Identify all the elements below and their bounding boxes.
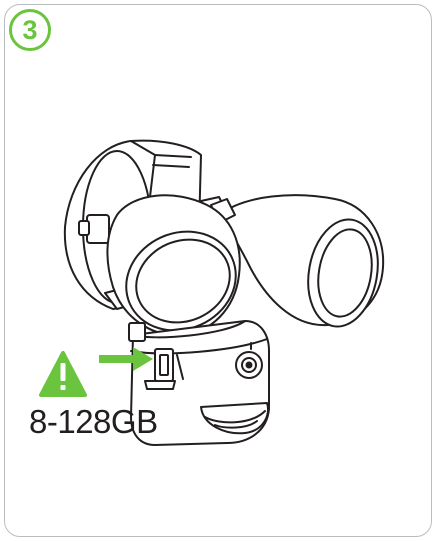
insert-arrow-icon (99, 347, 153, 371)
sd-card-capacity-label: 8-128GB (29, 403, 158, 440)
warning-triangle-icon (39, 351, 87, 397)
step-number: 3 (22, 14, 38, 45)
left-lamp-head (106, 194, 241, 337)
motion-sensor-dome (200, 402, 269, 435)
step-number-badge: 3 (9, 9, 51, 51)
floodlight-camera-illustration (39, 139, 385, 446)
right-lamp-head (210, 194, 385, 328)
instruction-panel: 3 (4, 4, 432, 537)
